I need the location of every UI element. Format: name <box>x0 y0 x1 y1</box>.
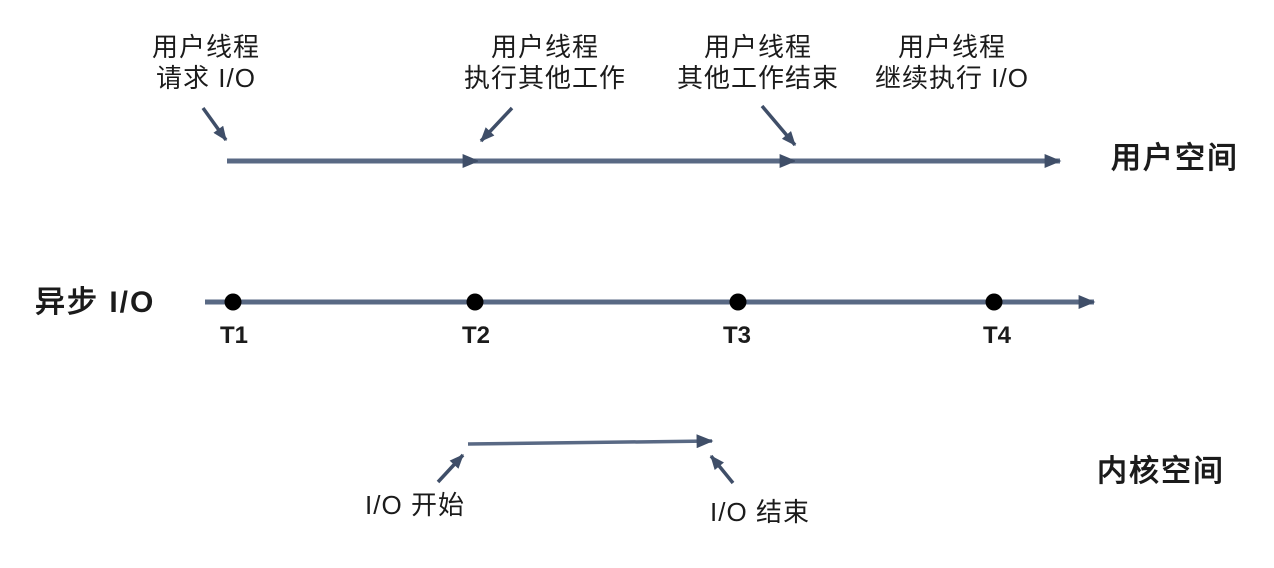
kernel-io-line <box>467 434 714 449</box>
io-end-label: I/O 结束 <box>710 497 810 527</box>
io-start-label: I/O 开始 <box>365 490 465 520</box>
annotation-user-thread-other-work: 用户线程 执行其他工作 <box>463 32 627 93</box>
async-io-row-label: 异步 I/O <box>35 286 156 319</box>
timeline-dot-t4 <box>985 293 1003 311</box>
user-space-label: 用户空间 <box>1111 142 1239 175</box>
time-point-label-t2: T2 <box>461 322 491 349</box>
annotation-user-thread-continue-io: 用户线程 继续执行 I/O <box>875 32 1029 93</box>
arrow-io-end <box>709 454 735 485</box>
annotation-user-thread-work-done: 用户线程 其他工作结束 <box>676 32 840 93</box>
time-point-label-t4: T4 <box>982 322 1012 349</box>
annotation-user-thread-request-io: 用户线程 请求 I/O <box>151 32 261 93</box>
timeline-dot-t3 <box>729 293 747 311</box>
kernel-io-span <box>436 434 735 485</box>
time-point-label-t3: T3 <box>722 322 752 349</box>
timeline-dot-t2 <box>466 293 484 311</box>
kernel-space-label: 内核空间 <box>1097 455 1225 488</box>
timeline-dot-t1 <box>224 293 242 311</box>
arrow-request-io <box>201 106 228 142</box>
arrow-other-work-done <box>760 104 797 147</box>
arrow-do-other-work <box>479 106 514 143</box>
time-point-label-t1: T1 <box>219 322 249 349</box>
async-io-timeline <box>205 293 1096 311</box>
arrow-io-start <box>436 453 465 484</box>
top-annotation-arrows <box>201 104 797 147</box>
